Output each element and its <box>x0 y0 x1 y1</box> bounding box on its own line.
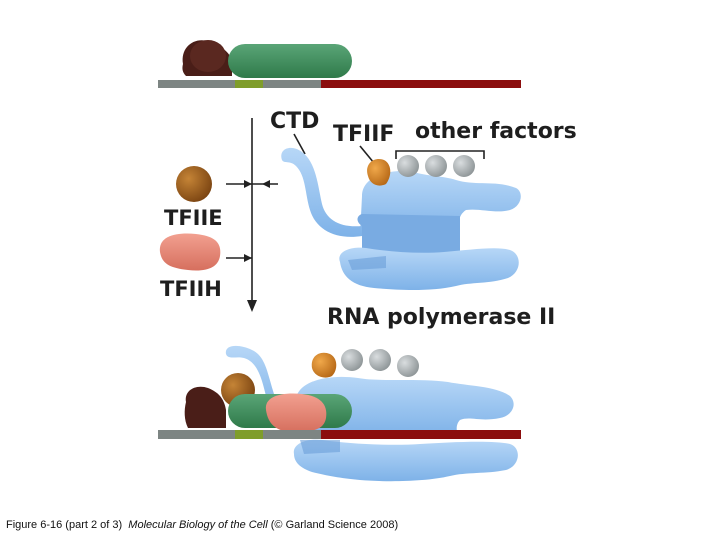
assembled-complex <box>158 345 521 482</box>
top-promoter-complex <box>158 40 521 88</box>
caption-credit: (© Garland Science 2008) <box>270 519 399 531</box>
tfiie-ball <box>176 166 212 202</box>
tbp-shape <box>182 40 232 76</box>
tfiih-blob <box>159 233 221 271</box>
tfiif-label: TFIIF <box>333 122 394 147</box>
caption-figure: Figure 6-16 (part 2 of 3) <box>6 519 123 531</box>
caption-book-title: Molecular Biology of the Cell <box>128 519 268 531</box>
rna-polymerase-middle <box>281 147 521 290</box>
rna-pol-label: RNA polymerase II <box>327 305 555 330</box>
tfiif-ball-middle <box>367 158 391 186</box>
other-factors-label: other factors <box>415 119 577 144</box>
tfiie-label: TFIIE <box>164 206 223 230</box>
ctd-pointer <box>293 133 306 155</box>
tfiif-pointer <box>359 145 375 164</box>
dna-strand-top <box>158 80 521 88</box>
tfiih-label: TFIIH <box>160 277 222 301</box>
figure-caption: Figure 6-16 (part 2 of 3) Molecular Biol… <box>6 519 398 531</box>
other-factors-balls-middle <box>397 155 475 177</box>
other-factors-bracket <box>395 150 485 159</box>
tfiib-shape <box>228 44 352 78</box>
flow-arrow <box>226 118 278 312</box>
ctd-label: CTD <box>270 109 319 134</box>
